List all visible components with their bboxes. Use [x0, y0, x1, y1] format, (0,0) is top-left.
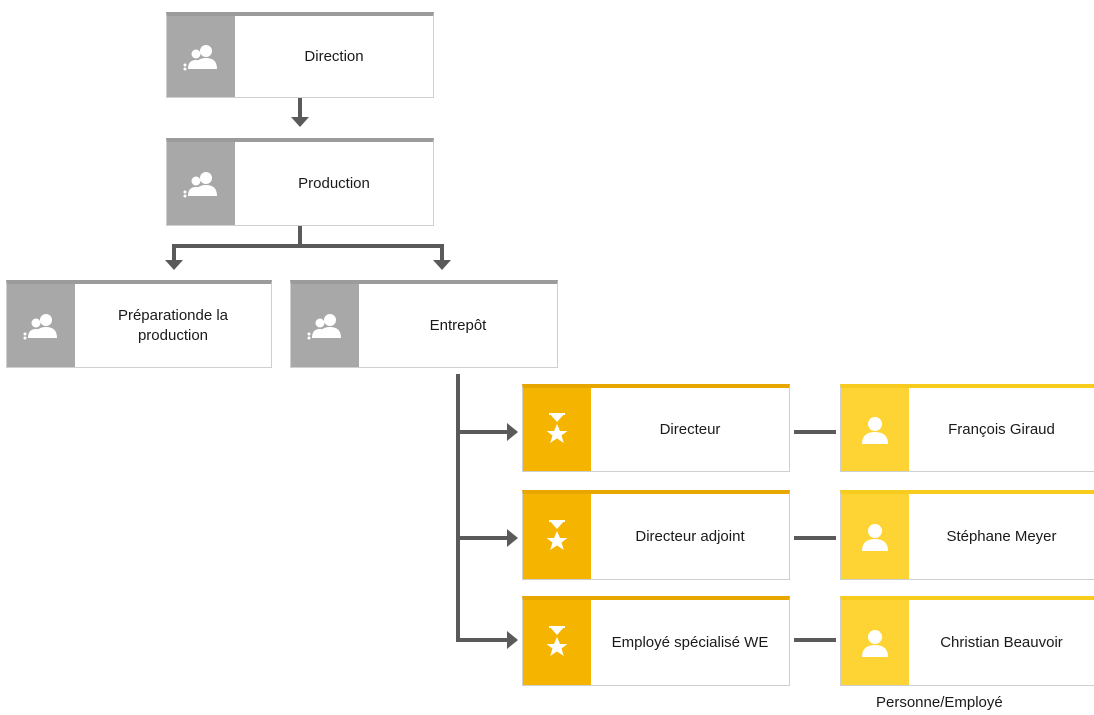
- role-icon: [523, 600, 591, 685]
- person-christian-beauvoir[interactable]: Christian Beauvoir: [840, 596, 1094, 686]
- org-unit-entrepot[interactable]: Entrepôt: [290, 280, 558, 368]
- connector-line: [456, 536, 508, 540]
- connector-line: [794, 430, 836, 434]
- role-directeur-adjoint[interactable]: Directeur adjoint: [522, 490, 790, 580]
- org-unit-label: Direction: [304, 47, 364, 65]
- connector-line: [794, 638, 836, 642]
- person-stephane-meyer[interactable]: Stéphane Meyer: [840, 490, 1094, 580]
- org-unit-label: Entrepôt: [429, 316, 487, 334]
- org-unit-label: Production: [298, 174, 370, 192]
- org-unit-direction[interactable]: Direction: [166, 12, 434, 98]
- person-icon: [841, 600, 909, 685]
- connector-line: [172, 244, 444, 248]
- person-label: Stéphane Meyer: [946, 527, 1057, 545]
- group-icon: [291, 284, 359, 367]
- connector-line: [298, 98, 302, 118]
- person-type-caption: Personne/Employé: [876, 694, 1003, 711]
- role-employe-specialise[interactable]: Employé spécialisé WE: [522, 596, 790, 686]
- connector-line: [456, 638, 508, 642]
- person-icon: [841, 494, 909, 579]
- role-icon: [523, 494, 591, 579]
- org-unit-label: Préparationde la production: [117, 306, 229, 344]
- connector-line: [794, 536, 836, 540]
- arrow-down-icon: [291, 117, 309, 127]
- group-icon: [7, 284, 75, 367]
- role-label: Directeur adjoint: [635, 527, 745, 545]
- arrow-right-icon: [507, 529, 518, 547]
- role-label: Employé spécialisé WE: [611, 633, 769, 651]
- arrow-down-icon: [433, 260, 451, 270]
- person-icon: [841, 388, 909, 471]
- role-directeur[interactable]: Directeur: [522, 384, 790, 472]
- connector-line: [456, 374, 460, 642]
- connector-line: [298, 226, 302, 248]
- role-icon: [523, 388, 591, 471]
- connector-line: [440, 244, 444, 261]
- arrow-down-icon: [165, 260, 183, 270]
- connector-line: [172, 244, 176, 261]
- arrow-right-icon: [507, 631, 518, 649]
- person-label: Christian Beauvoir: [940, 633, 1063, 651]
- person-label: François Giraud: [948, 420, 1055, 438]
- person-francois-giraud[interactable]: François Giraud: [840, 384, 1094, 472]
- org-unit-production[interactable]: Production: [166, 138, 434, 226]
- group-icon: [167, 142, 235, 225]
- connector-line: [456, 430, 508, 434]
- org-unit-preparation[interactable]: Préparationde la production: [6, 280, 272, 368]
- arrow-right-icon: [507, 423, 518, 441]
- role-label: Directeur: [659, 420, 721, 438]
- group-icon: [167, 16, 235, 97]
